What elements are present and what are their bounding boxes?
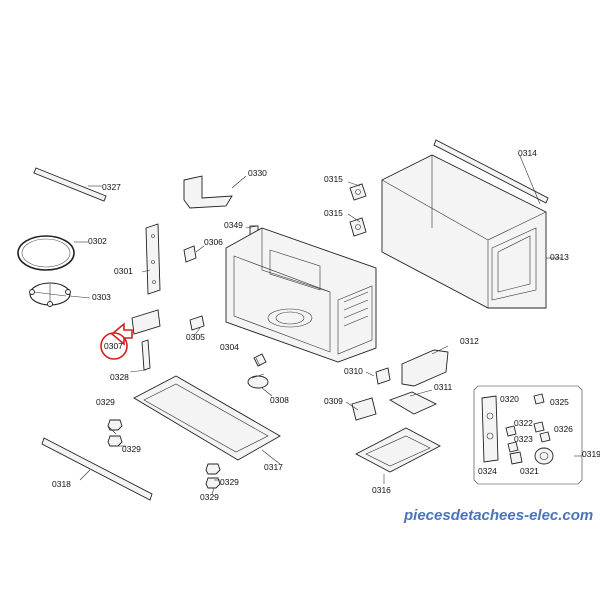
part-0313-outer-casing (381, 154, 547, 309)
part-0301-hinge-plate (145, 223, 161, 295)
label-0326: 0326 (554, 424, 573, 434)
part-0307-highlighted (100, 309, 161, 360)
part-0318-rail (41, 437, 153, 501)
label-0319: 0319 (582, 449, 600, 459)
label-0315-lower: 0315 (324, 208, 343, 218)
part-0319-control-assembly (473, 385, 583, 485)
part-0315-bracket-lower (349, 217, 367, 237)
part-0327-rail (33, 167, 107, 202)
part-0304-latch (253, 353, 267, 367)
leader-lines (69, 155, 582, 495)
label-0329-d: 0329 (200, 492, 219, 502)
label-0349: 0349 (224, 220, 243, 230)
label-0310: 0310 (344, 366, 363, 376)
label-0304: 0304 (220, 342, 239, 352)
label-0317: 0317 (264, 462, 283, 472)
part-0315-bracket-upper (349, 183, 367, 201)
part-labels: 0327 0330 0315 0315 0314 0302 0349 0306 … (52, 148, 600, 502)
part-0309-block (351, 397, 377, 421)
watermark-text: piecesdetachees-elec.com (403, 507, 593, 524)
label-0307: 0307 (104, 341, 123, 351)
label-0305: 0305 (186, 332, 205, 342)
label-0328: 0328 (110, 372, 129, 382)
part-0306-clip (183, 245, 197, 263)
part-0316-base-panel (355, 427, 441, 473)
label-0314: 0314 (518, 148, 537, 158)
part-0330-bracket (183, 175, 233, 209)
label-0320: 0320 (500, 394, 519, 404)
label-0301: 0301 (114, 266, 133, 276)
part-0308-motor (247, 373, 269, 389)
part-0302-turntable-ring (17, 235, 75, 271)
label-0327: 0327 (102, 182, 121, 192)
part-0329-feet (107, 419, 221, 489)
label-0329-a: 0329 (96, 397, 115, 407)
label-0313: 0313 (550, 252, 569, 262)
label-0325: 0325 (550, 397, 569, 407)
part-0314-top-rail (433, 139, 549, 204)
part-0310-connector (375, 367, 391, 385)
label-0306: 0306 (204, 237, 223, 247)
label-0309: 0309 (324, 396, 343, 406)
label-0312: 0312 (460, 336, 479, 346)
part-0311-sheet (388, 391, 438, 415)
label-0322: 0322 (514, 418, 533, 428)
label-0329-b: 0329 (122, 444, 141, 454)
part-0303-roller-ring (29, 282, 71, 307)
label-0302: 0302 (88, 236, 107, 246)
label-0311: 0311 (434, 382, 453, 392)
main-chassis (225, 227, 377, 363)
label-0316: 0316 (372, 485, 391, 495)
label-0303: 0303 (92, 292, 111, 302)
label-0318: 0318 (52, 479, 71, 489)
label-0315-upper: 0315 (324, 174, 343, 184)
label-0321: 0321 (520, 466, 539, 476)
part-0328-strip (141, 339, 151, 371)
part-0312-bracket (401, 349, 449, 387)
label-0329-c: 0329 (220, 477, 239, 487)
part-0317-base-plate (133, 375, 281, 461)
part-0305-bracket (189, 315, 205, 331)
label-0323: 0323 (514, 434, 533, 444)
label-0308: 0308 (270, 395, 289, 405)
label-0330: 0330 (248, 168, 267, 178)
label-0324: 0324 (478, 466, 497, 476)
